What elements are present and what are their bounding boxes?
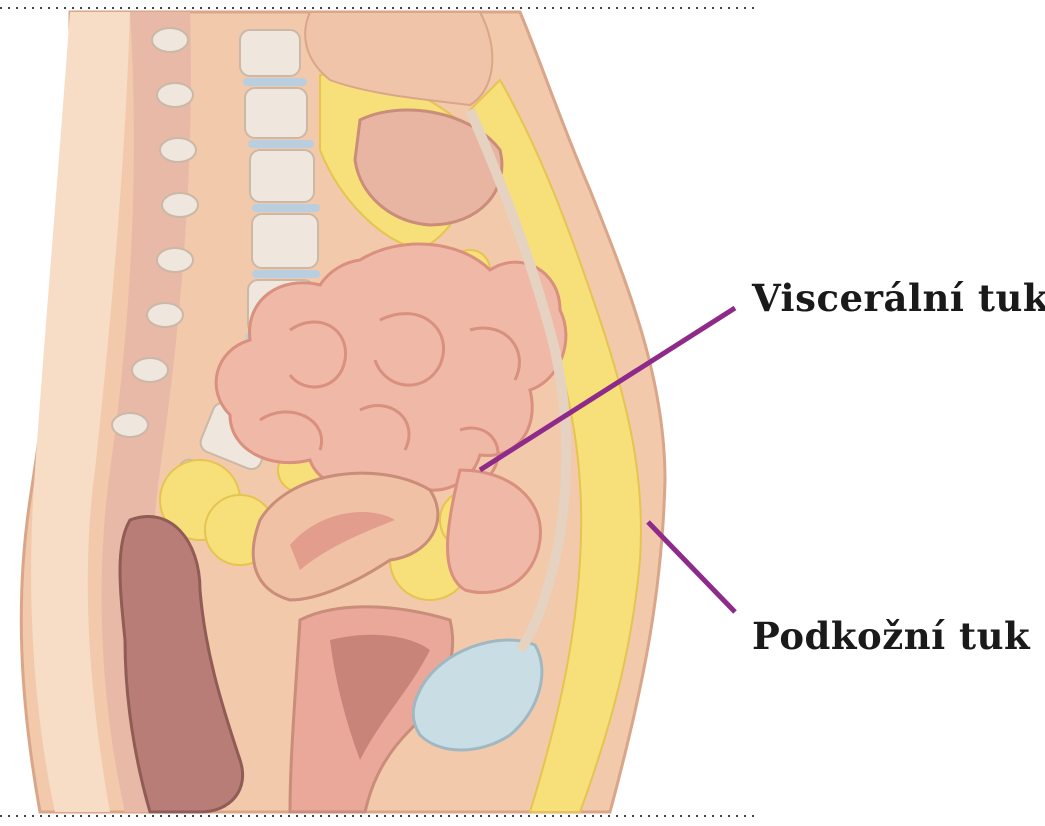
subcutaneous-fat-label: Podkožní tuk [752, 614, 1030, 658]
visceral-fat-label: Viscerální tuk [752, 276, 1045, 320]
subcutaneous-fat-leader-line [648, 522, 735, 612]
